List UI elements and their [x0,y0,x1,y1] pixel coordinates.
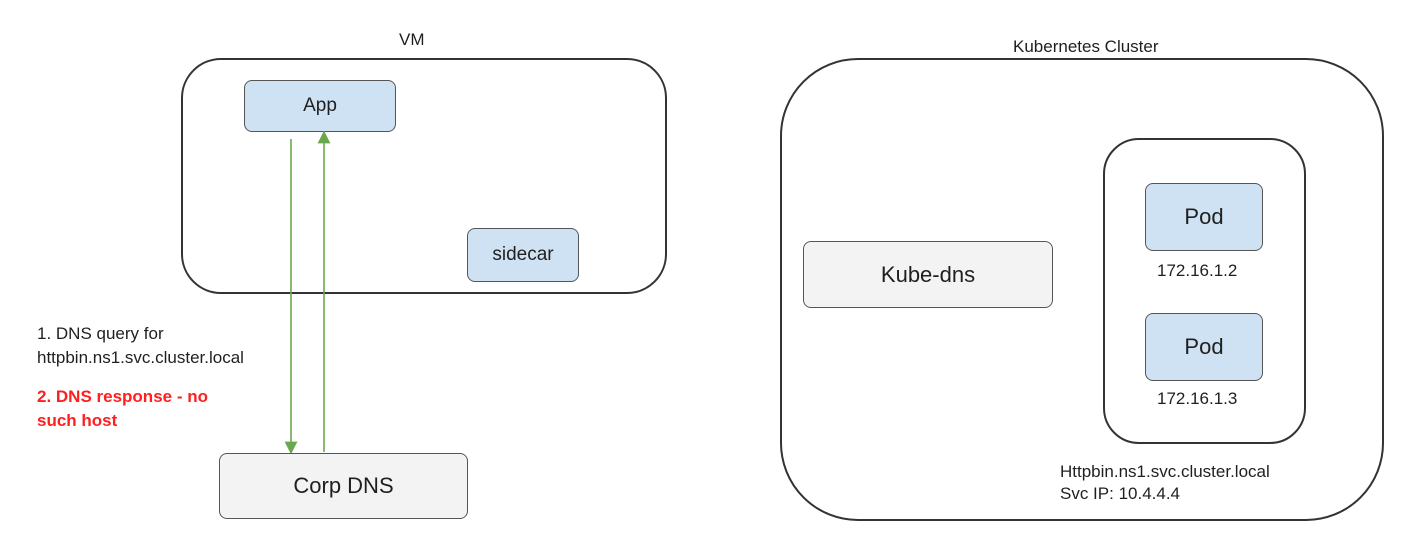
dns-response-label-line1: 2. DNS response - no [37,387,208,406]
pod-node-1[interactable]: Pod [1145,183,1263,251]
dns-query-label-line2: httpbin.ns1.svc.cluster.local [37,348,244,367]
service-group-boundary [1103,138,1306,444]
corp-dns-node[interactable]: Corp DNS [219,453,468,519]
sidecar-node[interactable]: sidecar [467,228,579,282]
pod-ip-2: 172.16.1.3 [1157,389,1238,408]
dns-query-label-line1: 1. DNS query for [37,324,164,343]
kube-dns-node[interactable]: Kube-dns [803,241,1053,308]
pod-node-2[interactable]: Pod [1145,313,1263,381]
pod-ip-1: 172.16.1.2 [1157,261,1238,280]
cluster-boundary [780,58,1384,521]
app-node[interactable]: App [244,80,396,132]
service-name: Httpbin.ns1.svc.cluster.local [1060,462,1270,481]
vm-title: VM [399,30,425,49]
service-ip: Svc IP: 10.4.4.4 [1060,484,1181,503]
cluster-title: Kubernetes Cluster [1013,37,1159,56]
vm-boundary [181,58,667,294]
dns-response-label-line2: such host [37,411,118,430]
